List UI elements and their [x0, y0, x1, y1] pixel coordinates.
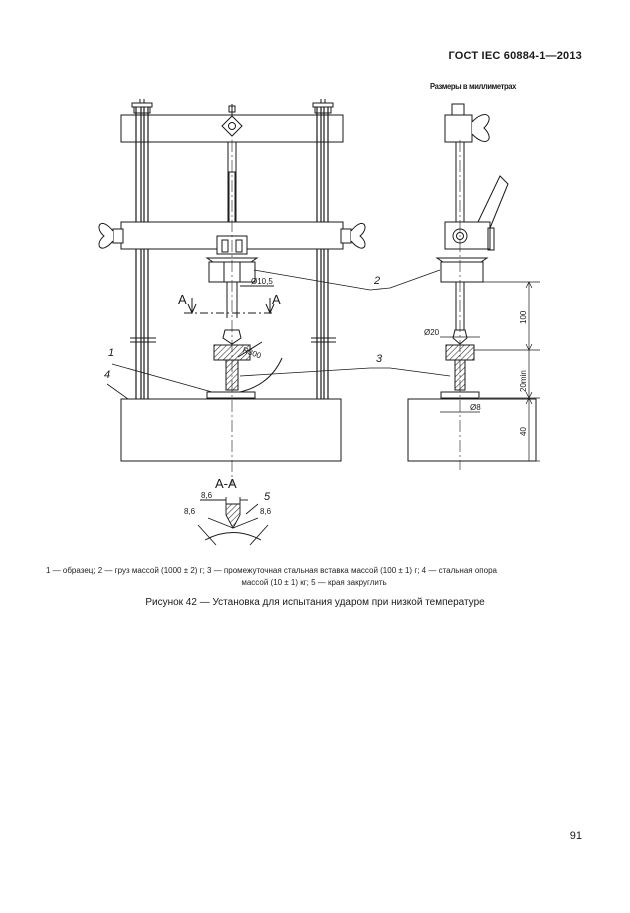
section-view	[197, 497, 269, 546]
section-mark-right: A	[272, 292, 281, 307]
section-title: A-A	[215, 476, 237, 491]
steel-base	[120, 398, 342, 462]
callout-3: 3	[376, 353, 383, 365]
dim-8-6-right: 8,6	[260, 507, 272, 516]
specimen	[206, 391, 256, 399]
rod-break	[130, 337, 336, 343]
dim-100: 100	[519, 310, 528, 324]
front-view	[98, 99, 366, 485]
top-bolt-left	[131, 99, 153, 114]
dim-8-6-left: 8,6	[184, 507, 196, 516]
legend-row-2: массой (10 ± 1) кг; 5 — края закруглить	[241, 578, 387, 587]
callout-4: 4	[104, 369, 110, 381]
dim-dia-10-5: Ø10,5	[251, 277, 273, 286]
side-wing-nut-left	[98, 222, 124, 249]
side-view	[239, 103, 540, 470]
figure-caption: Рисунок 42 — Установка для испытания уда…	[145, 597, 485, 608]
top-wing-nut	[221, 104, 243, 137]
radius-arc	[239, 357, 283, 393]
dim-40: 40	[519, 427, 528, 436]
section-mark-left: A	[178, 292, 187, 307]
dimensions-note: Размеры в миллиметрах	[430, 82, 516, 91]
side-wing-nut-right	[340, 222, 366, 249]
lower-rod	[184, 282, 275, 318]
page-number: 91	[569, 830, 582, 842]
technical-drawing: 1 4 2 3 5 A A A-A Ø10,5 Ø20 Ø8 R300 100 …	[98, 99, 540, 546]
release-lever	[477, 175, 509, 229]
callout-1: 1	[108, 347, 114, 359]
dim-8-6-top: 8,6	[201, 491, 213, 500]
callout-5: 5	[264, 491, 271, 503]
dim-dia-20: Ø20	[424, 328, 440, 337]
dimension-lines	[440, 281, 540, 462]
legend-row-1: 1 — образец; 2 — груз массой (1000 ± 2) …	[46, 566, 497, 575]
figure-legend: 1 — образец; 2 — груз массой (1000 ± 2) …	[46, 565, 582, 589]
top-bolt-right	[312, 99, 334, 114]
dim-20min: 20min	[519, 370, 528, 392]
document-header: ГОСТ IEC 60884-1—2013	[448, 50, 582, 62]
dim-dia-8: Ø8	[470, 403, 481, 412]
callout-2: 2	[373, 275, 380, 287]
